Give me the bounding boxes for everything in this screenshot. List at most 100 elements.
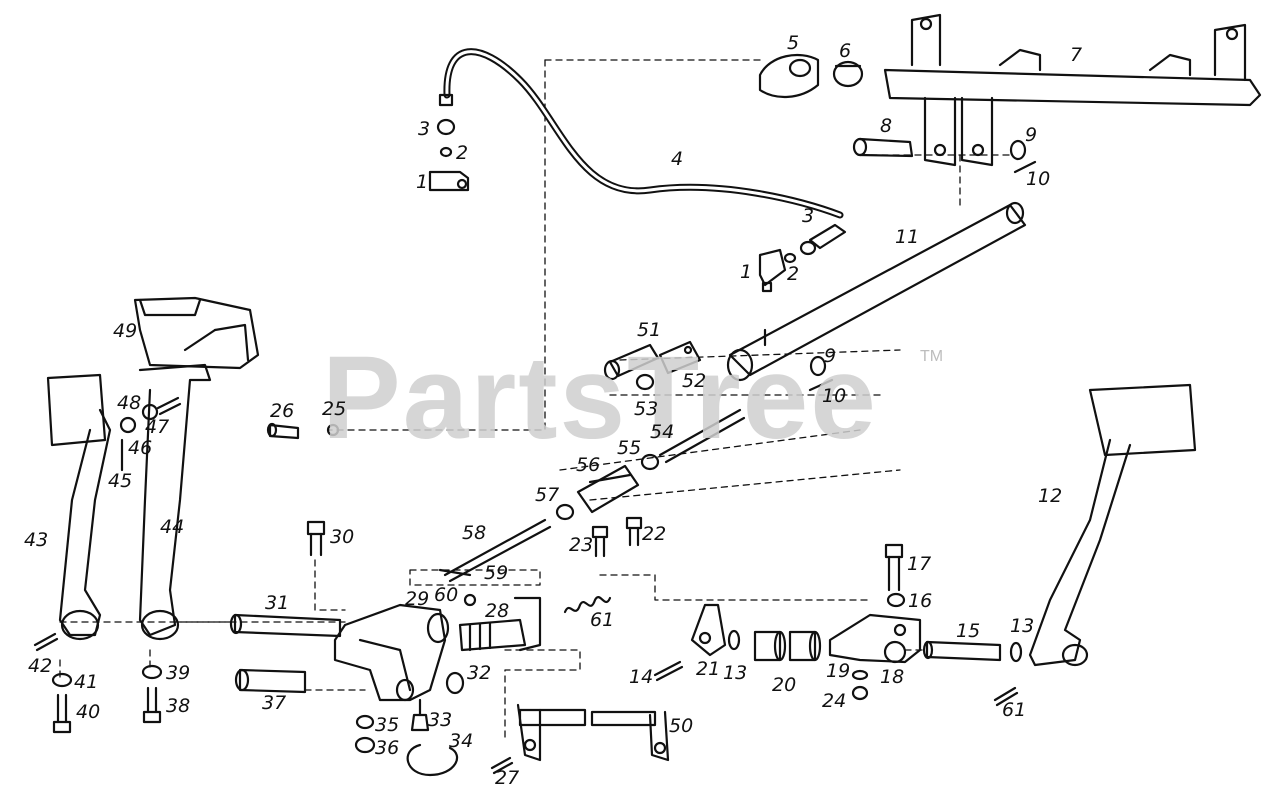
callout-6: 6 (839, 40, 852, 62)
bushings (753, 630, 822, 662)
washer-13-right (1009, 641, 1023, 663)
callout-42: 42 (28, 655, 53, 677)
callout-45: 45 (108, 470, 133, 492)
pedal-pad (133, 296, 260, 370)
callout-49: 49 (113, 320, 138, 342)
roll-pin-61 (993, 686, 1019, 707)
callout-13-right: 13 (1010, 615, 1035, 637)
callout-33: 33 (428, 709, 453, 731)
callout-16: 16 (908, 590, 933, 612)
callout-17: 17 (907, 553, 932, 575)
nut-36 (354, 736, 376, 754)
washer-32 (445, 671, 465, 695)
washer-cotter-lower (808, 355, 834, 392)
callout-59: 59 (484, 562, 509, 584)
bolt-22 (625, 516, 643, 547)
callout-61-pin: 61 (1002, 699, 1027, 721)
callout-2-lower: 2 (787, 263, 800, 285)
callout-22: 22 (642, 523, 667, 545)
hose-fitting-upper (428, 93, 470, 192)
callout-47: 47 (145, 416, 170, 438)
callout-4: 4 (671, 148, 684, 170)
roll-pin-42 (33, 632, 59, 652)
callout-55: 55 (617, 437, 642, 459)
callout-15: 15 (956, 620, 981, 642)
linkage-50 (516, 703, 670, 762)
nut-24 (851, 685, 869, 701)
callout-40: 40 (76, 701, 101, 723)
lever-arm-21 (690, 603, 727, 657)
washer-13-left (727, 629, 741, 651)
nut-41 (51, 672, 73, 688)
clamp-block (758, 53, 820, 99)
callout-9-upper: 9 (1025, 124, 1038, 146)
callout-10-upper: 10 (1026, 168, 1051, 190)
pivot-pin-37 (234, 668, 307, 694)
callout-41: 41 (74, 671, 99, 693)
callout-23: 23 (569, 534, 594, 556)
roll-pin-27 (490, 756, 514, 775)
pedal-arm-right (138, 363, 212, 641)
callout-9-lower: 9 (824, 345, 837, 367)
callout-13-left: 13 (723, 662, 748, 684)
turnbuckle (576, 464, 640, 514)
callout-18: 18 (880, 666, 905, 688)
callout-26: 26 (270, 400, 295, 422)
roll-pin-14 (653, 660, 684, 682)
callout-1-lower: 1 (740, 261, 753, 283)
callout-52: 52 (682, 370, 707, 392)
callout-7: 7 (1070, 44, 1083, 66)
callout-19: 19 (826, 660, 851, 682)
nut-39 (141, 664, 163, 680)
callout-1-1: 1 (416, 171, 429, 193)
callout-29: 29 (405, 588, 430, 610)
pedal-arm-left (46, 373, 112, 641)
callout-44: 44 (160, 516, 185, 538)
callout-28: 28 (485, 600, 510, 622)
hydraulic-cylinder (726, 201, 1027, 382)
washer-25 (326, 423, 340, 437)
callout-56: 56 (576, 454, 601, 476)
actuator-arm (458, 596, 542, 652)
jam-nut-53 (635, 373, 655, 391)
lock-washer-35 (355, 714, 375, 730)
washer-59 (463, 593, 477, 607)
washer-16 (886, 592, 906, 608)
threaded-rod-lower (438, 518, 552, 583)
callout-38: 38 (166, 695, 191, 717)
callout-61-spring: 61 (590, 609, 615, 631)
callout-46: 46 (128, 437, 153, 459)
washer-19 (851, 669, 869, 681)
grease-fitting (410, 698, 430, 732)
watermark-trademark: TM (920, 348, 944, 365)
callout-10-lower: 10 (822, 385, 847, 407)
callout-54: 54 (650, 421, 675, 443)
callout-48: 48 (117, 392, 142, 414)
pivot-bracket-18 (828, 613, 922, 664)
clevis-pin (852, 137, 914, 158)
callout-60: 60 (434, 584, 459, 606)
bolt-40 (52, 693, 72, 734)
callout-35: 35 (375, 714, 400, 736)
return-spring (563, 596, 612, 614)
pin-15 (922, 640, 1002, 662)
callout-1-3: 3 (418, 118, 431, 140)
cross-shaft-31 (229, 613, 342, 638)
jam-nut-55 (640, 453, 660, 471)
callout-58: 58 (462, 522, 487, 544)
callout-25: 25 (322, 398, 347, 420)
callout-5: 5 (787, 32, 800, 54)
callout-31: 31 (265, 592, 290, 614)
assembly-guide-lines (59, 59, 1011, 741)
hex-nut (832, 60, 864, 88)
callout-1-2: 2 (456, 142, 469, 164)
hose-fitting-lower (758, 223, 847, 293)
callout-24: 24 (822, 690, 847, 712)
callout-11: 11 (895, 226, 920, 248)
threaded-rod-upper (658, 408, 746, 464)
callout-32: 32 (467, 662, 492, 684)
bolt-23 (591, 525, 609, 558)
callout-3-lower: 3 (802, 205, 815, 227)
callout-39: 39 (166, 662, 191, 684)
